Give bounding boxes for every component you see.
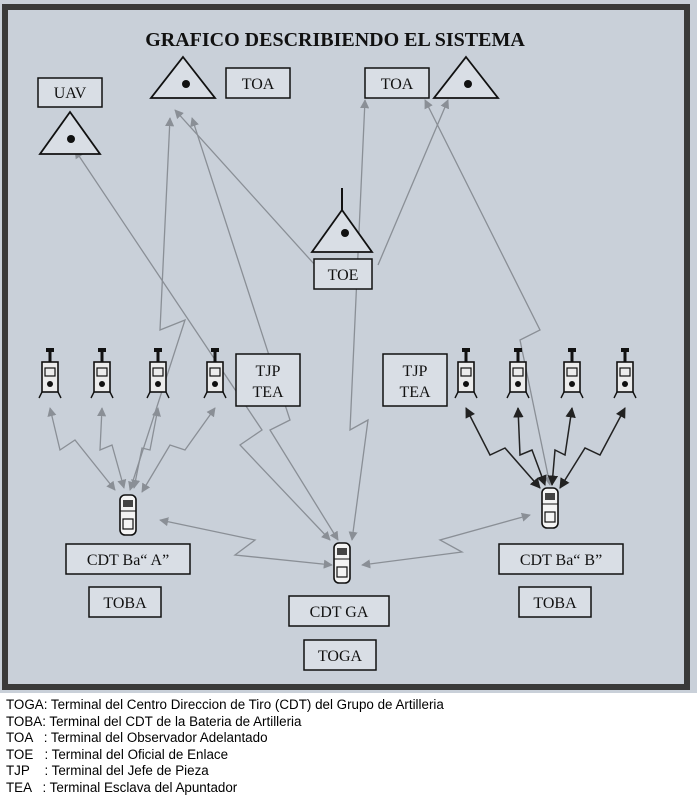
legend-item: TJP : Terminal del Jefe de Pieza <box>6 763 209 779</box>
svg-text:TJP: TJP <box>403 363 428 380</box>
svg-text:CDT Ba“ B”: CDT Ba“ B” <box>520 552 602 569</box>
toga-box: TOGA <box>303 639 377 671</box>
diagram-title: GRAFICO DESCRIBIENDO EL SISTEMA <box>145 29 525 51</box>
connection-lines <box>47 99 553 569</box>
diagram-border <box>2 4 690 690</box>
gun-icon <box>559 346 585 400</box>
legend: TOGA: Terminal del Centro Direccion de T… <box>6 697 692 797</box>
gun-icon <box>89 346 115 400</box>
gun-icon <box>612 346 638 400</box>
cdt-ba-b-vehicle-icon <box>541 487 559 529</box>
svg-text:TOBA: TOBA <box>533 595 577 612</box>
tjp-tea-right-box: TJP TEA <box>382 353 448 407</box>
cdt-ba-a-vehicle-icon <box>119 494 137 536</box>
toba-right-box: TOBA <box>518 586 592 618</box>
svg-text:TOA: TOA <box>242 76 275 93</box>
cdt-ba-a-box: CDT Ba“ A” <box>65 543 191 575</box>
cdt-ba-b-box: CDT Ba“ B” <box>498 543 624 575</box>
cdt-ga-vehicle-icon <box>333 542 351 584</box>
uav-box: UAV <box>37 77 103 108</box>
tjp-tea-left-box: TJP TEA <box>235 353 301 407</box>
svg-text:CDT GA: CDT GA <box>310 604 369 621</box>
svg-text:TOBA: TOBA <box>103 595 147 612</box>
toa-right-box: TOA <box>364 67 430 99</box>
svg-text:TOGA: TOGA <box>318 648 363 665</box>
uav-observer-triangle-icon <box>38 110 102 155</box>
svg-text:TJP: TJP <box>256 363 281 380</box>
toa-left-box: TOA <box>225 67 291 99</box>
toe-box: TOE <box>313 258 373 290</box>
svg-text:TEA: TEA <box>252 384 284 401</box>
toe-triangle-icon <box>310 188 374 253</box>
legend-item: TOGA: Terminal del Centro Direccion de T… <box>6 697 444 712</box>
svg-text:UAV: UAV <box>54 85 87 102</box>
toa-left-triangle-icon <box>149 55 217 99</box>
gun-icon <box>145 346 171 400</box>
legend-item: TOBA: Terminal del CDT de la Bateria de … <box>6 713 302 729</box>
legend-item: TOA : Terminal del Observador Adelantado <box>6 730 268 746</box>
legend-item: TEA : Terminal Esclava del Apuntador <box>6 779 238 795</box>
svg-text:CDT Ba“ A”: CDT Ba“ A” <box>87 552 169 569</box>
svg-text:TEA: TEA <box>399 384 431 401</box>
gun-icon <box>37 346 63 400</box>
toa-right-triangle-icon <box>432 55 500 99</box>
legend-item: TOE : Terminal del Oficial de Enlace <box>6 746 229 762</box>
gun-icon <box>202 346 228 400</box>
svg-text:TOE: TOE <box>328 267 359 284</box>
connection-lines-dark <box>465 406 626 489</box>
gun-icon <box>505 346 531 400</box>
cdt-ga-box: CDT GA <box>288 595 390 627</box>
system-diagram: GRAFICO DESCRIBIENDO EL SISTEMA <box>2 4 690 690</box>
svg-text:TOA: TOA <box>381 76 414 93</box>
toba-left-box: TOBA <box>88 586 162 618</box>
gun-icon <box>453 346 479 400</box>
